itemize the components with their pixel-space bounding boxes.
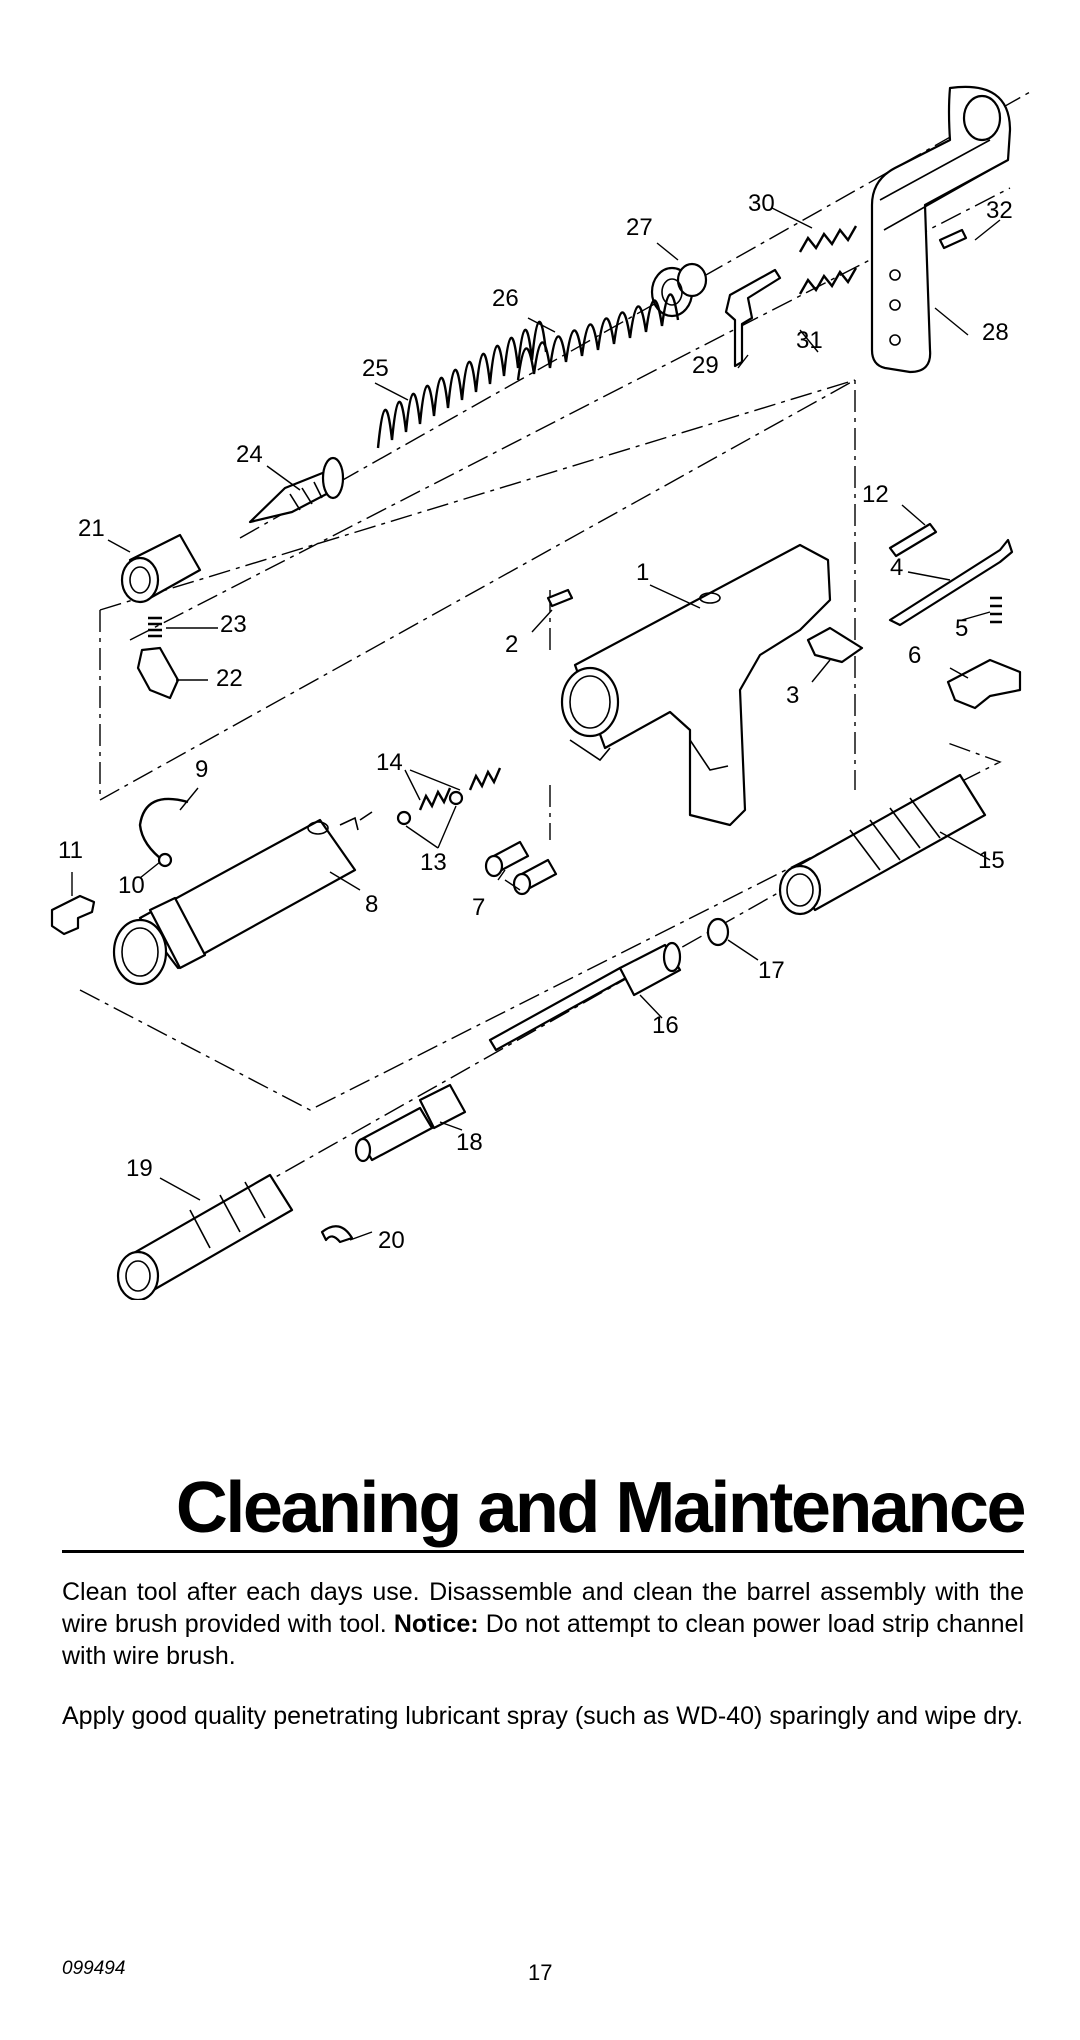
- label-8: 8: [365, 891, 378, 918]
- part-4-lever: [888, 538, 1014, 627]
- label-24: 24: [236, 441, 263, 468]
- label-2: 2: [505, 631, 518, 658]
- part-19-nosepiece: [116, 1173, 294, 1300]
- part-12-pin: [888, 522, 938, 558]
- label-4: 4: [890, 554, 903, 581]
- part-30-spring: [798, 225, 858, 253]
- part-20-clip: [320, 1225, 354, 1244]
- label-5: 5: [955, 615, 968, 642]
- part-18-sleeve: [354, 1083, 467, 1163]
- page-number: 17: [528, 1960, 553, 1985]
- part-15-cylinder: [778, 773, 987, 916]
- part-11-button: [50, 894, 96, 936]
- label-12: 12: [862, 481, 889, 508]
- part-16-rod: [488, 941, 682, 1052]
- notice-text: Do not attempt to clean power load strip…: [62, 1610, 1025, 1670]
- document-number: 099494: [62, 1958, 126, 1979]
- label-21: 21: [78, 515, 105, 542]
- part-27-cap: [650, 262, 708, 318]
- leader-lines: [71, 207, 1001, 1241]
- part-22-clip: [136, 646, 180, 700]
- label-7: 7: [472, 894, 485, 921]
- part-29-sear: [724, 268, 782, 368]
- label-29: 29: [692, 352, 719, 379]
- label-32: 32: [986, 197, 1013, 224]
- label-16: 16: [652, 1012, 679, 1039]
- part-32-pin: [938, 228, 968, 250]
- label-18: 18: [456, 1129, 483, 1156]
- section-title: Cleaning and Maintenance: [62, 1468, 1027, 1553]
- part-1-receiver: [560, 543, 832, 827]
- cleaning-paragraph: Clean tool after each days use. Disassem…: [62, 1576, 1024, 1672]
- label-27: 27: [626, 214, 653, 241]
- label-22: 22: [216, 665, 243, 692]
- cleaning-text: Clean tool after each days use. Disassem…: [62, 1578, 1024, 1638]
- part-21-bushing: [120, 533, 202, 604]
- part-6-slide: [946, 658, 1022, 710]
- exploded-parts-diagram: 1 2 3 4 5 6 7 8 9 10 11 12 13 14 15 16 1…: [50, 85, 1031, 1300]
- part-13-ball-2: [448, 790, 464, 806]
- label-14: 14: [376, 749, 403, 776]
- notice-label: Notice:: [393, 1610, 479, 1638]
- label-3: 3: [786, 682, 799, 709]
- part-5-spring: [990, 596, 1002, 624]
- label-13: 13: [420, 849, 447, 876]
- label-20: 20: [378, 1227, 405, 1254]
- label-28: 28: [982, 319, 1009, 346]
- label-30: 30: [748, 190, 775, 217]
- part-2-pin: [546, 588, 574, 608]
- part-13-ball: [396, 810, 412, 826]
- label-1: 1: [636, 559, 649, 586]
- label-26: 26: [492, 285, 519, 312]
- label-25: 25: [362, 355, 389, 382]
- lubrication-paragraph: Apply good quality penetrating lubricant…: [62, 1702, 1024, 1730]
- part-7-screws: [484, 840, 558, 896]
- part-10-ball: [157, 852, 173, 868]
- label-9: 9: [195, 756, 208, 783]
- part-17-ring: [706, 917, 730, 947]
- label-15: 15: [978, 847, 1005, 874]
- part-28-handle: [870, 85, 1012, 374]
- part-31-spring: [798, 267, 858, 295]
- part-3-latch: [806, 626, 864, 664]
- label-23: 23: [220, 611, 247, 638]
- label-10: 10: [118, 872, 145, 899]
- part-8-barrel: [112, 811, 373, 986]
- label-31: 31: [796, 327, 823, 354]
- part-14-spring: [418, 767, 502, 811]
- part-24-piston: [248, 456, 345, 524]
- label-6: 6: [908, 642, 921, 669]
- label-17: 17: [758, 957, 785, 984]
- label-11: 11: [58, 837, 83, 864]
- part-23-spring: [148, 616, 162, 638]
- part-25-spring: [376, 320, 548, 449]
- part-9-ring: [138, 797, 189, 863]
- label-19: 19: [126, 1155, 153, 1182]
- part-labels: 1 2 3 4 5 6 7 8 9 10 11 12 13 14 15 16 1…: [58, 190, 1013, 1254]
